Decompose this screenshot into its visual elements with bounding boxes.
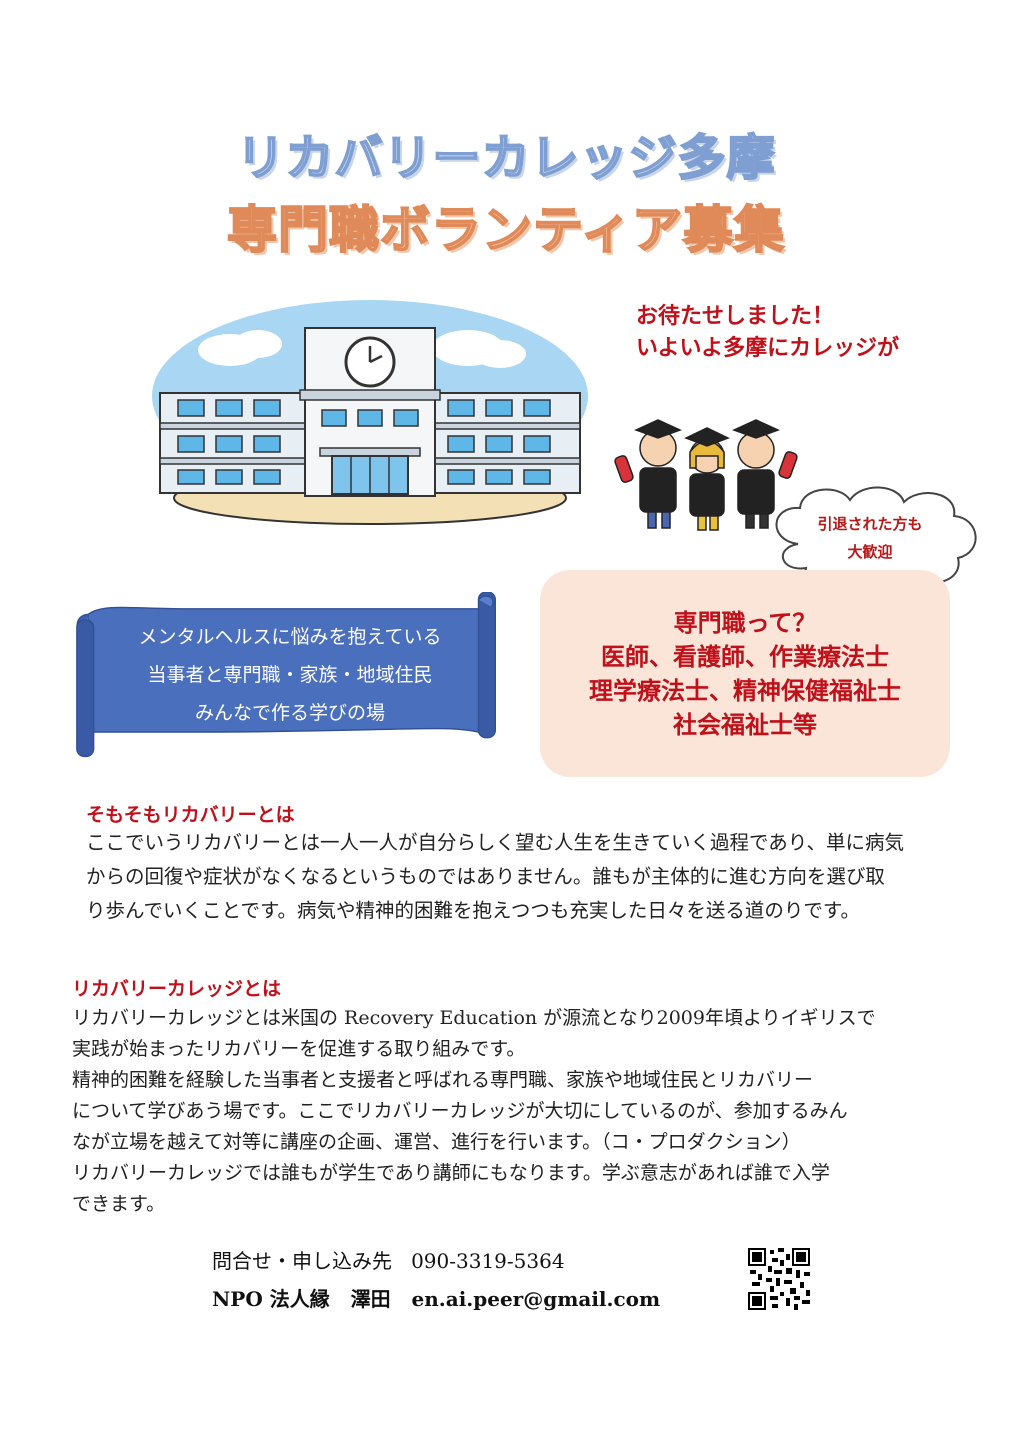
professions-text: 専門職って？ 医師、看護師、作業療法士 理学療法士、精神保健福祉士 社会福祉士等 [540, 606, 950, 742]
contact-email[interactable]: en.ai.peer@gmail.com [411, 1287, 661, 1311]
sub-title: 専門職ボランティア募集 [226, 200, 785, 260]
section2-line: リカバリーカレッジでは誰もが学生であり講師にもなります。学ぶ意志があれば誰で入学 [72, 1162, 830, 1184]
contact-line1: 問合せ・申し込み先 090-3319-5364 [212, 1242, 660, 1280]
section2-line: できます。 [72, 1193, 166, 1215]
contact-line2: NPO 法人縁 澤田 en.ai.peer@gmail.com [212, 1280, 660, 1318]
section1-line: ここでいうリカバリーとは一人一人が自分らしく望む人生を生きていく過程であり、単に… [86, 831, 905, 854]
section2-line: リカバリーカレッジとは米国の Recovery Education が源流となり… [72, 1007, 876, 1029]
banner-line1: メンタルヘルスに悩みを抱えている [138, 626, 442, 648]
contact-org: NPO 法人縁 [212, 1287, 330, 1311]
section2-line: なが立場を越えて対等に講座の企画、運営、進行を行います。（コ・プロダクション） [72, 1131, 801, 1153]
announcement-line1: お待たせしました！ [636, 304, 835, 329]
section1-line: り歩んでいくことです。病気や精神的困難を抱えつつも充実した日々を送る道のりです。 [86, 899, 860, 922]
school-building-illustration [152, 300, 588, 525]
professions-line2: 医師、看護師、作業療法士 [601, 643, 889, 671]
qr-code-icon[interactable] [748, 1248, 810, 1310]
professions-line3: 理学療法士、精神保健福祉士 [589, 677, 901, 705]
professions-line1: 専門職って？ [673, 609, 817, 637]
banner-message: メンタルヘルスに悩みを抱えている 当事者と専門職・家族・地域住民 みんなで作る学… [90, 618, 490, 732]
cloud-line1: 引退された方も [817, 515, 923, 533]
section1-body: ここでいうリカバリーとは一人一人が自分らしく望む人生を生きていく過程であり、単に… [86, 826, 1006, 928]
section2-body: リカバリーカレッジとは米国の Recovery Education が源流となり… [72, 1003, 1002, 1220]
announcement-line2: いよいよ多摩にカレッジが [636, 336, 900, 361]
cloud-message: 引退された方も 大歓迎 [790, 510, 950, 566]
contact-block: 問合せ・申し込み先 090-3319-5364 NPO 法人縁 澤田 en.ai… [212, 1242, 660, 1318]
section2-line: 精神的困難を経験した当事者と支援者と呼ばれる専門職、家族や地域住民とリカバリー [72, 1069, 814, 1091]
contact-phone[interactable]: 090-3319-5364 [411, 1249, 565, 1273]
graduates-illustration [614, 419, 798, 531]
section2-heading: リカバリーカレッジとは [72, 978, 282, 1000]
main-title: リカバリーカレッジ多摩 [235, 129, 776, 187]
contact-label: 問合せ・申し込み先 [212, 1249, 392, 1273]
professions-line4: 社会福祉士等 [673, 711, 817, 739]
section1-heading: そもそもリカバリーとは [86, 804, 295, 826]
professions-box [540, 570, 950, 777]
section2-line: について学びあう場です。ここでリカバリーカレッジが大切にしているのが、参加するみ… [72, 1100, 848, 1122]
contact-person: 澤田 [350, 1287, 391, 1311]
banner-line2: 当事者と専門職・家族・地域住民 [147, 664, 433, 686]
banner-line3: みんなで作る学びの場 [194, 702, 385, 724]
section2-line: 実践が始まったリカバリーを促進する取り組みです。 [72, 1038, 526, 1060]
scroll-banner [76, 592, 496, 758]
cloud-line2: 大歓迎 [847, 543, 893, 561]
section1-line: からの回復や症状がなくなるというものではありません。誰もが主体的に進む方向を選び… [86, 865, 885, 888]
